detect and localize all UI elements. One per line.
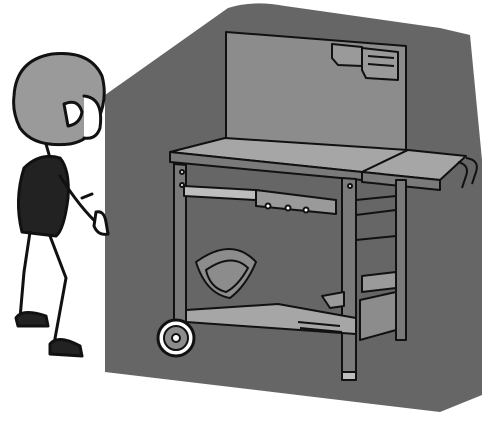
person-leg-front <box>50 236 80 352</box>
foot <box>342 372 356 380</box>
person-torso <box>18 156 68 236</box>
person-leg-back <box>20 232 46 320</box>
wheel-icon <box>158 320 194 356</box>
holder-left <box>332 44 362 66</box>
leg-front-right <box>342 178 356 372</box>
leg-back-right <box>396 180 406 340</box>
person-figure-icon <box>14 53 108 356</box>
